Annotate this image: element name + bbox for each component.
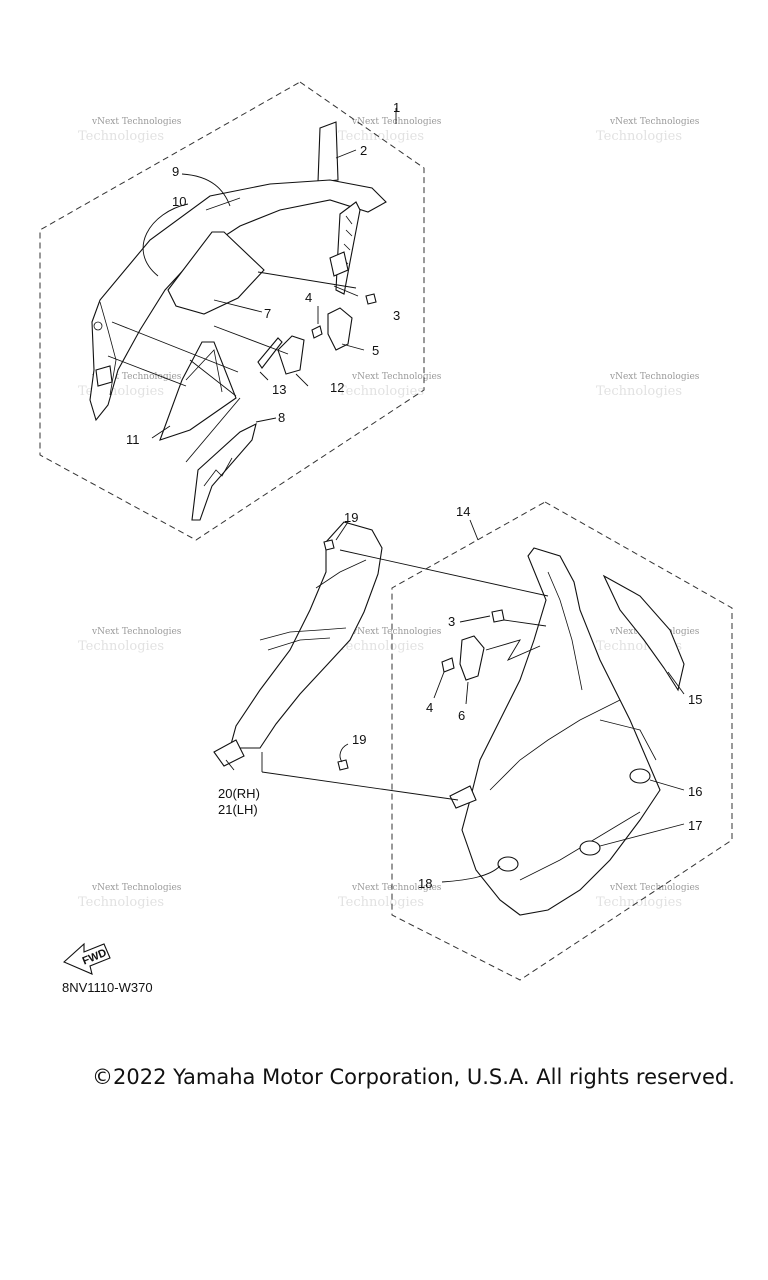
callout-3: 3 (393, 308, 400, 323)
part-grommet-17 (579, 840, 601, 856)
lower-assembly (213, 501, 733, 981)
svg-text:vNext Technologies: vNext Technologies (351, 883, 442, 893)
part-main-cowl (89, 179, 387, 422)
callout-19-top: 19 (344, 510, 358, 525)
part-screen (167, 231, 265, 315)
callout-7: 7 (264, 306, 271, 321)
svg-text:Technologies: Technologies (596, 384, 682, 399)
watermark: Technologies vNext Technologies (596, 883, 700, 910)
lower-dashed-hexagon (391, 501, 733, 981)
callout-5: 5 (372, 343, 379, 358)
svg-text:Technologies: Technologies (78, 895, 164, 910)
part-nut-3 (365, 293, 377, 305)
callout-19-bottom: 19 (352, 732, 366, 747)
watermark: Technologies vNext Technologies (78, 117, 182, 144)
svg-text:vNext Technologies: vNext Technologies (609, 117, 700, 127)
svg-text:vNext Technologies: vNext Technologies (91, 372, 182, 382)
svg-text:Technologies: Technologies (338, 384, 424, 399)
svg-text:vNext Technologies: vNext Technologies (609, 883, 700, 893)
upper-assembly (39, 81, 425, 541)
callout-9: 9 (172, 164, 179, 179)
svg-text:vNext Technologies: vNext Technologies (91, 117, 182, 127)
diagram-code: 8NV1110-W370 (62, 980, 153, 995)
watermark: Technologies vNext Technologies (78, 627, 182, 654)
callout-3-lower: 3 (448, 614, 455, 629)
svg-text:vNext Technologies: vNext Technologies (351, 627, 442, 637)
part-top-bracket (317, 121, 339, 183)
part-bracket-5 (327, 307, 353, 351)
part-clip-19-top (323, 539, 335, 551)
part-screw-4 (311, 325, 323, 339)
callout-8: 8 (278, 410, 285, 425)
svg-text:vNext Technologies: vNext Technologies (351, 372, 442, 382)
watermark: Technologies vNext Technologies (338, 372, 442, 399)
svg-text:Technologies: Technologies (338, 639, 424, 654)
callout-21-lh: 21(LH) (218, 802, 258, 817)
part-strip-13 (257, 337, 283, 369)
callout-2: 2 (360, 143, 367, 158)
callout-17: 17 (688, 818, 702, 833)
callout-20-rh: 20(RH) (218, 786, 260, 801)
callout-6: 6 (458, 708, 465, 723)
part-inner-panel-11 (159, 341, 237, 441)
callout-18: 18 (418, 876, 432, 891)
callout-14: 14 (456, 504, 470, 519)
callout-10: 10 (172, 194, 186, 209)
callout-15: 15 (688, 692, 702, 707)
svg-text:Technologies: Technologies (596, 129, 682, 144)
part-piece-12 (277, 335, 305, 375)
svg-text:vNext Technologies: vNext Technologies (91, 627, 182, 637)
svg-text:Technologies: Technologies (596, 895, 682, 910)
svg-text:Technologies: Technologies (78, 639, 164, 654)
callout-4: 4 (305, 290, 312, 305)
part-grommet-16 (629, 768, 651, 784)
part-nut-3-lower (491, 609, 505, 623)
callout-1: 1 (393, 100, 400, 115)
svg-text:Technologies: Technologies (338, 895, 424, 910)
fwd-arrow-icon: FWD (62, 942, 111, 975)
copyright-notice: ©2022 Yamaha Motor Corporation, U.S.A. A… (92, 1065, 735, 1089)
callout-11: 11 (126, 432, 140, 447)
watermark: Technologies vNext Technologies (338, 883, 442, 910)
watermark: Technologies vNext Technologies (78, 883, 182, 910)
callout-12: 12 (330, 380, 344, 395)
part-clip-19-bottom (337, 759, 349, 771)
part-screw-4-lower (441, 657, 455, 673)
callout-16: 16 (688, 784, 702, 799)
part-bracket-6 (459, 635, 485, 681)
watermark: Technologies vNext Technologies (338, 627, 442, 654)
upper-dashed-hexagon (39, 81, 425, 541)
svg-text:vNext Technologies: vNext Technologies (91, 883, 182, 893)
part-panel-15 (602, 574, 685, 692)
svg-text:Technologies: Technologies (338, 129, 424, 144)
part-side-cover-20-21 (229, 521, 383, 749)
callout-4-lower: 4 (426, 700, 433, 715)
callout-13: 13 (272, 382, 286, 397)
svg-text:Technologies: Technologies (78, 129, 164, 144)
svg-text:vNext Technologies: vNext Technologies (609, 372, 700, 382)
part-grommet-18 (497, 856, 519, 872)
watermark: Technologies vNext Technologies (596, 117, 700, 144)
watermark: Technologies vNext Technologies (596, 372, 700, 399)
